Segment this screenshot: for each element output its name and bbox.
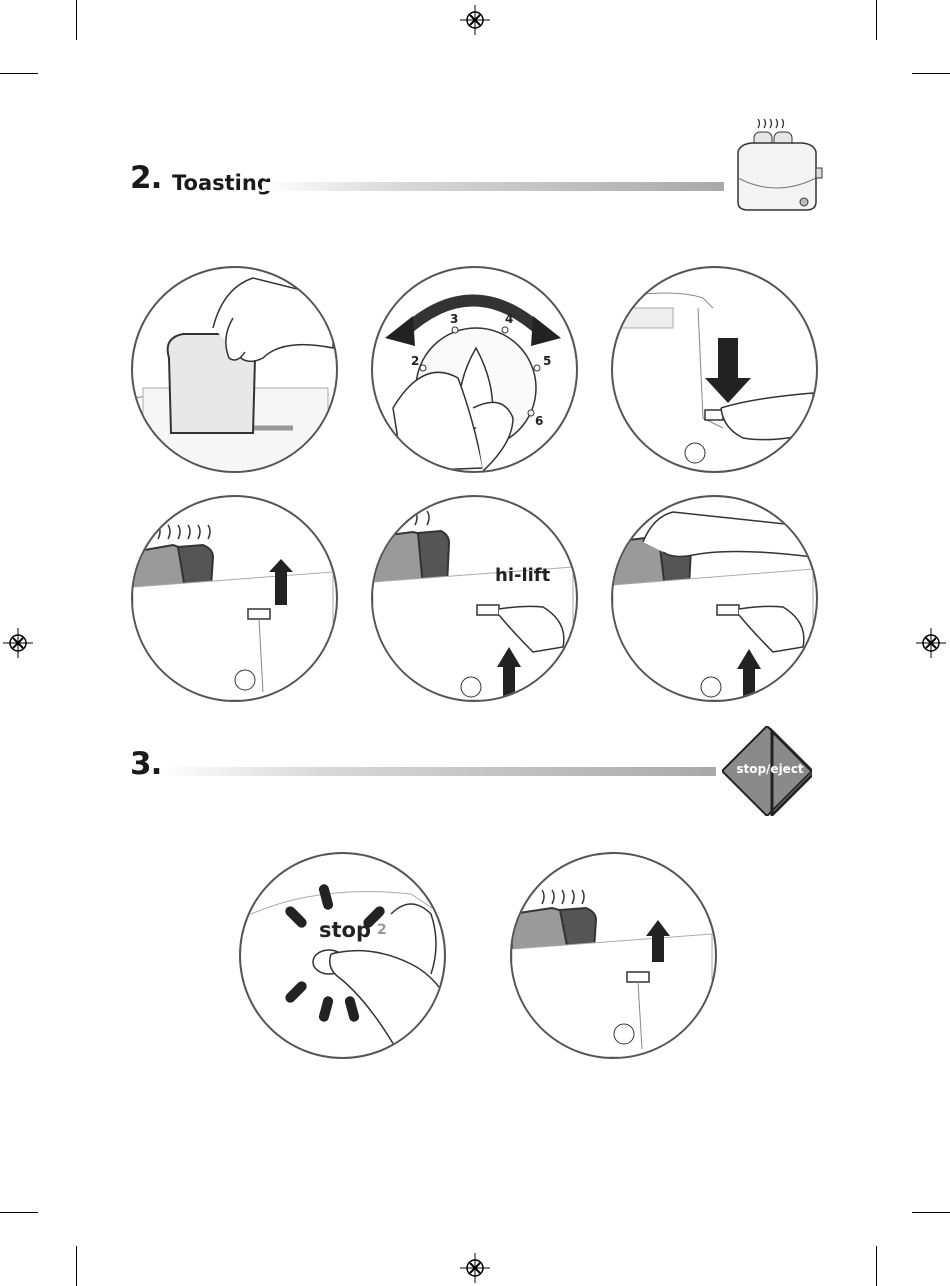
step-browning-dial: 2 3 4 5 6 [371, 266, 578, 473]
toaster-icon [730, 118, 826, 218]
step-remove-toast [611, 495, 818, 702]
stop-label: stop [319, 918, 371, 942]
step-hi-lift: hi-lift [371, 495, 578, 702]
section-number: 3. [130, 746, 161, 782]
stop-button-icon [241, 854, 444, 1057]
dial-number: 4 [505, 312, 513, 326]
crop-mark [76, 1246, 77, 1286]
lever-down-icon [613, 268, 816, 471]
registration-mark-icon [916, 628, 946, 658]
hi-lift-icon [373, 497, 576, 700]
browning-dial-icon [373, 268, 576, 471]
step-toast-ejected [510, 852, 717, 1059]
registration-mark-icon [460, 5, 490, 35]
section-number: 2. [130, 160, 161, 196]
toast-insert-icon [133, 268, 336, 471]
toast-popup-icon [133, 497, 336, 700]
crop-mark [876, 0, 877, 40]
dial-number: 5 [543, 354, 551, 368]
crop-mark [912, 1212, 950, 1213]
dial-number: 6 [535, 414, 543, 428]
heading-bar [160, 767, 716, 776]
toast-eject-icon [512, 854, 715, 1057]
toast-remove-icon [613, 497, 816, 700]
stop-eject-label: stop/eject [722, 762, 818, 776]
step-stop-button: stop 2 [239, 852, 446, 1059]
hi-lift-label: hi-lift [495, 565, 550, 586]
crop-mark [876, 1246, 877, 1286]
crop-mark [0, 1212, 38, 1213]
dial-number: 2 [411, 354, 419, 368]
registration-mark-icon [460, 1253, 490, 1283]
registration-mark-icon [3, 628, 33, 658]
stop-digit: 2 [377, 922, 387, 938]
dial-number: 3 [450, 312, 458, 326]
crop-mark [912, 73, 950, 74]
crop-mark [0, 73, 38, 74]
step-insert-bread [131, 266, 338, 473]
crop-mark [76, 0, 77, 40]
step-press-lever [611, 266, 818, 473]
heading-bar [262, 182, 724, 191]
step-toast-pops [131, 495, 338, 702]
section-title: Toasting [172, 171, 272, 195]
